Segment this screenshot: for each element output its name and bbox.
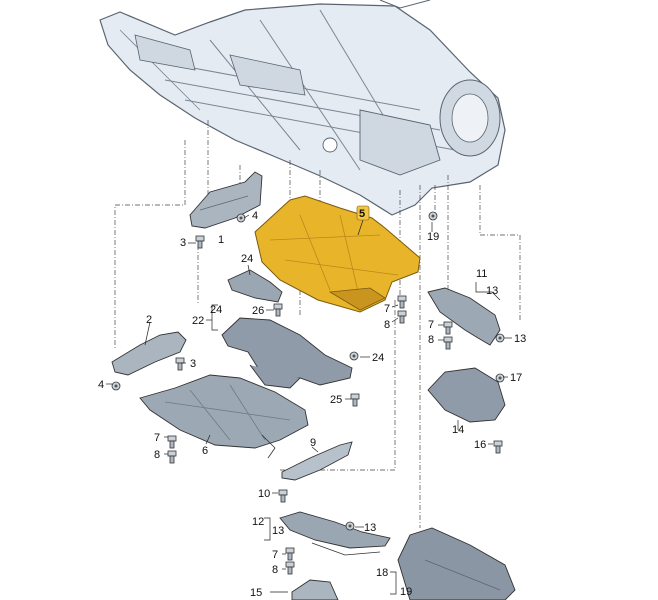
part-14-right-rear-panel — [427, 367, 506, 423]
bolt-icon — [278, 489, 288, 503]
callout-15: 15 — [250, 587, 262, 599]
bolt-icon — [443, 321, 453, 335]
part-22-middle-tunnel-cover — [221, 317, 353, 389]
callout-8: 8 — [428, 334, 434, 346]
clip-nut-icon — [428, 211, 438, 221]
part-11-right-side-rail-cover — [427, 287, 501, 346]
vehicle-underbody-frame — [99, 0, 506, 216]
callout-4: 4 — [252, 210, 258, 222]
callout-2: 2 — [146, 314, 152, 326]
clip-nut-icon — [495, 373, 505, 383]
part-5-center-underbody-panel-highlighted — [254, 195, 421, 313]
screw-icon — [350, 393, 360, 407]
bolt-icon — [167, 435, 177, 449]
part-2-left-side-cover — [111, 331, 187, 376]
callout-13: 13 — [514, 333, 526, 345]
bolt-icon — [493, 440, 503, 454]
bolt-icon — [397, 310, 407, 324]
bolt-icon — [167, 450, 177, 464]
callout-22: 22 — [192, 315, 204, 327]
bolt-icon — [273, 303, 283, 317]
callout-8: 8 — [154, 449, 160, 461]
callout-3: 3 — [180, 237, 186, 249]
callout-1: 1 — [218, 234, 224, 246]
callout-7: 7 — [428, 319, 434, 331]
callout-14: 14 — [452, 424, 464, 436]
callout-13: 13 — [272, 525, 284, 537]
part-18-rear-bumper-undercover — [397, 527, 516, 600]
bolt-icon — [195, 235, 205, 249]
callout-19: 19 — [400, 586, 412, 598]
callout-8: 8 — [272, 564, 278, 576]
clip-nut-icon — [236, 213, 246, 223]
callout-8: 8 — [384, 319, 390, 331]
callout-19: 19 — [427, 231, 439, 243]
clip-nut-icon — [111, 381, 121, 391]
part-9-heat-shield-strip — [281, 441, 353, 481]
part-6-left-rear-underbody-panel — [139, 374, 309, 459]
callout-12: 12 — [252, 516, 264, 528]
part-1-left-front-cover — [189, 171, 263, 229]
callout-6: 6 — [202, 445, 208, 457]
callout-17: 17 — [510, 372, 522, 384]
callout-labels: 4 1 3 5 19 24 11 13 24 26 22 2 7 8 7 8 1… — [98, 208, 526, 599]
callout-11: 11 — [476, 268, 487, 280]
clip-nut-icon — [345, 521, 355, 531]
clip-nut-icon — [495, 333, 505, 343]
bolt-icon — [443, 336, 453, 350]
highlight-badge — [356, 205, 370, 221]
part-12-rear-heat-shield — [279, 511, 391, 556]
callout-7: 7 — [154, 432, 160, 444]
bolt-icon — [285, 561, 295, 575]
bolt-icon — [175, 357, 185, 371]
callout-26: 26 — [252, 305, 264, 317]
part-23-small-bracket — [227, 269, 283, 303]
callout-5: 5 — [359, 208, 365, 220]
callout-25: 25 — [330, 394, 342, 406]
reference-lines — [114, 120, 521, 528]
callout-24: 24 — [372, 352, 384, 364]
bolt-icon — [285, 547, 295, 561]
callout-3: 3 — [190, 358, 196, 370]
callout-10: 10 — [258, 488, 270, 500]
bolt-icon — [397, 295, 407, 309]
part-15-lower-bracket — [291, 579, 339, 600]
callout-13: 13 — [486, 285, 498, 297]
callout-16: 16 — [474, 439, 486, 451]
callout-13: 13 — [364, 522, 376, 534]
leader-lines — [106, 214, 512, 595]
callout-23: 24 — [241, 253, 253, 265]
clip-nut-icon — [349, 351, 359, 361]
callout-24: 24 — [210, 304, 222, 316]
callout-4: 4 — [98, 379, 104, 391]
callout-18: 18 — [376, 567, 388, 579]
callout-7: 7 — [272, 549, 278, 561]
callout-7: 7 — [384, 303, 390, 315]
callout-9: 9 — [310, 437, 316, 449]
